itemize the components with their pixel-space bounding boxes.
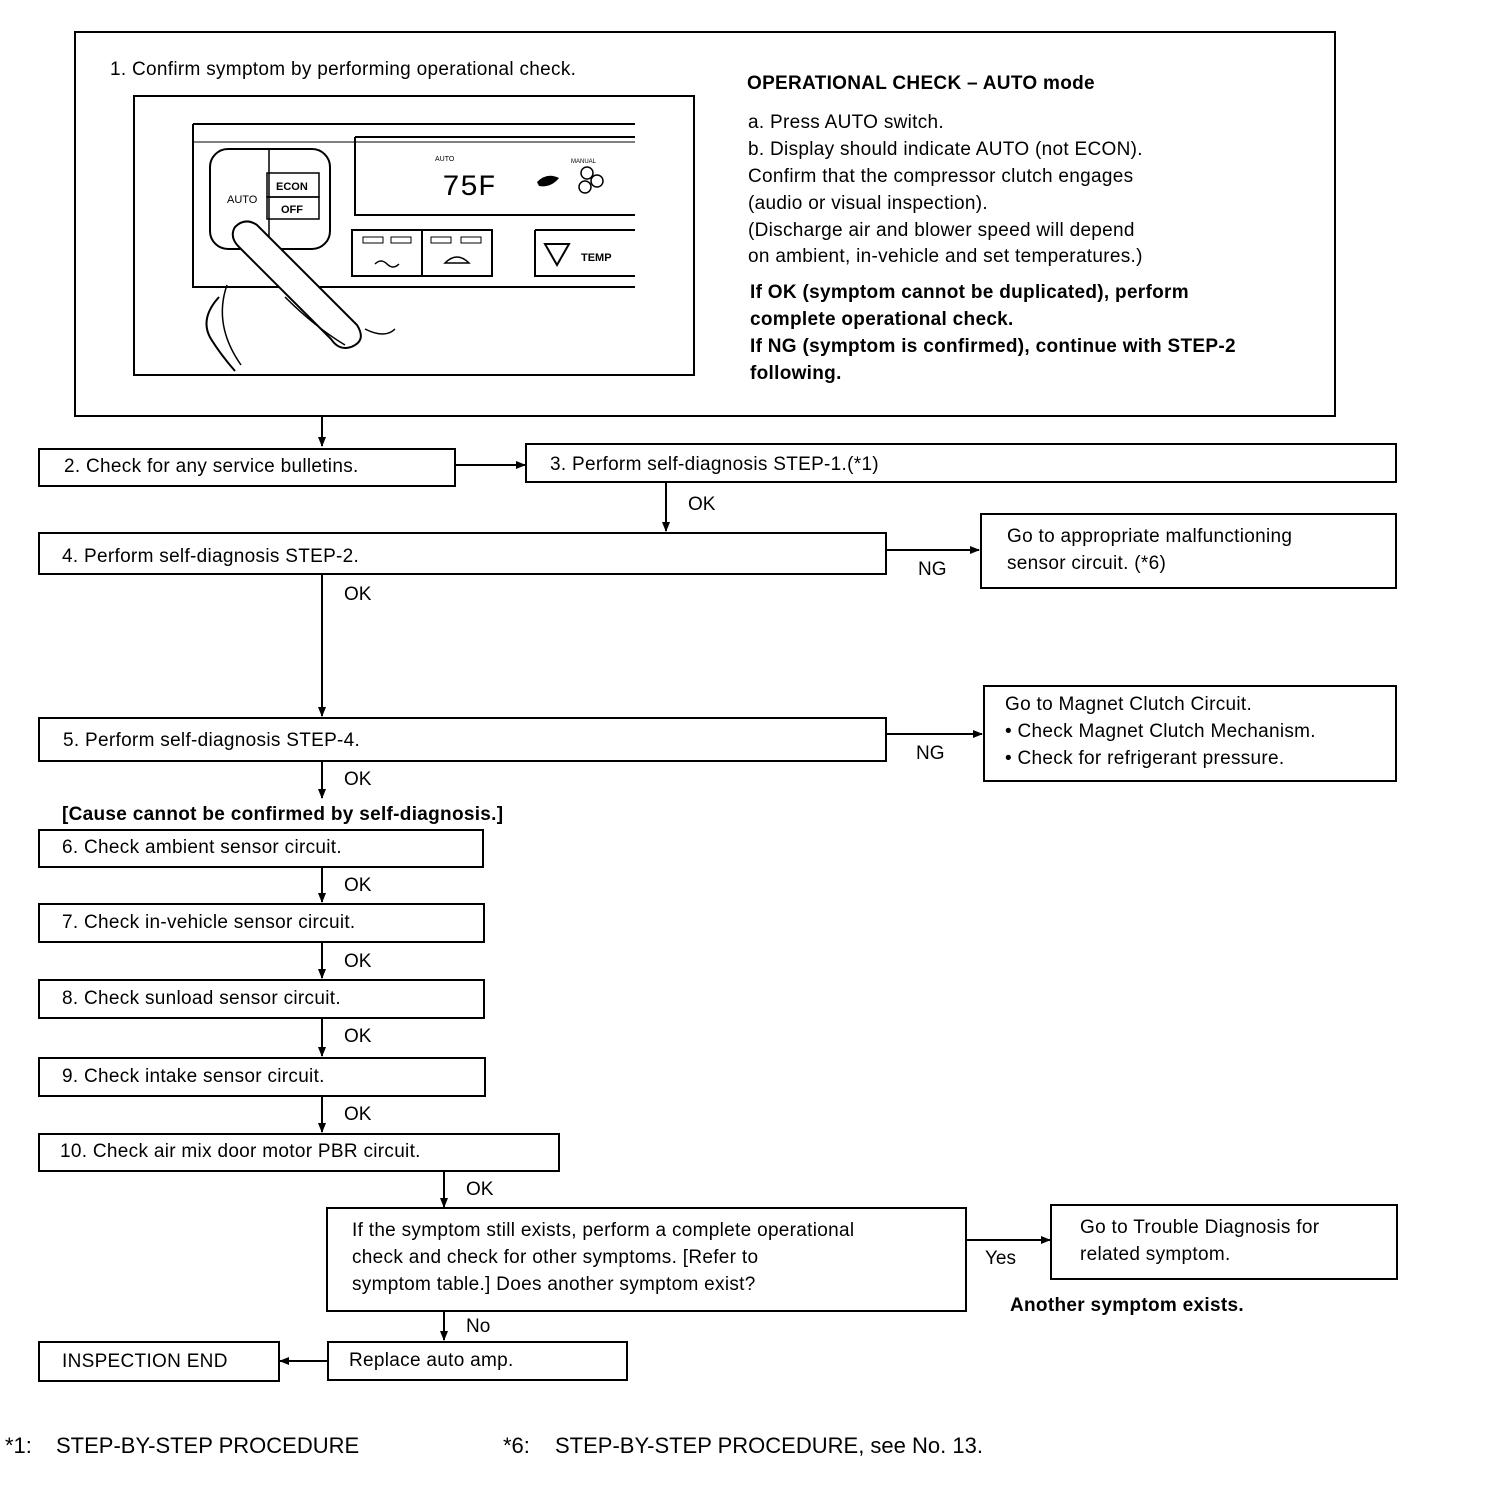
step1-title: 1. Confirm symptom by performing operati… bbox=[110, 59, 577, 80]
footnote-1-text: STEP-BY-STEP PROCEDURE bbox=[56, 1433, 360, 1458]
step4-ng-box bbox=[980, 513, 1397, 589]
step7-box bbox=[38, 903, 485, 943]
op-check-line-3: Confirm that the compressor clutch engag… bbox=[748, 166, 1134, 187]
step5-box bbox=[38, 717, 887, 762]
question-line-1: If the symptom still exists, perform a c… bbox=[352, 1220, 855, 1241]
step5-ng-box bbox=[983, 685, 1397, 782]
step9-box bbox=[38, 1057, 486, 1097]
yes-line-1: Go to Trouble Diagnosis for bbox=[1080, 1217, 1320, 1238]
yes-box bbox=[1050, 1204, 1398, 1280]
step6-box bbox=[38, 829, 484, 868]
op-check-line-4: (audio or visual inspection). bbox=[748, 193, 988, 214]
display-auto-indicator: AUTO bbox=[435, 156, 455, 163]
inspection-end-box bbox=[38, 1341, 280, 1382]
ok-label-3: OK bbox=[688, 494, 716, 515]
step4-box bbox=[38, 532, 887, 575]
cause-note: [Cause cannot be confirmed by self-diagn… bbox=[62, 804, 504, 825]
step4-label: 4. Perform self-diagnosis STEP-2. bbox=[62, 546, 360, 567]
step8-box bbox=[38, 979, 485, 1019]
op-check-line-2: b. Display should indicate AUTO (not ECO… bbox=[748, 139, 1143, 160]
replace-label: Replace auto amp. bbox=[349, 1350, 514, 1371]
display-temperature: 75F bbox=[442, 171, 496, 205]
step7-label: 7. Check in-vehicle sensor circuit. bbox=[62, 912, 356, 933]
question-line-3: symptom table.] Does another symptom exi… bbox=[352, 1274, 756, 1295]
op-check-ng-line-1: If NG (symptom is confirmed), continue w… bbox=[750, 336, 1236, 357]
ok-label-5: OK bbox=[344, 769, 372, 790]
inspection-end-label: INSPECTION END bbox=[62, 1351, 228, 1372]
off-switch-label: OFF bbox=[281, 204, 303, 216]
ok-label-10: OK bbox=[466, 1179, 494, 1200]
step4-ng-line-1: Go to appropriate malfunctioning bbox=[1007, 526, 1293, 547]
another-symptom-note: Another symptom exists. bbox=[1010, 1295, 1244, 1316]
step8-label: 8. Check sunload sensor circuit. bbox=[62, 988, 341, 1009]
question-box bbox=[326, 1207, 967, 1312]
step5-ng-line-3: • Check for refrigerant pressure. bbox=[1005, 748, 1285, 769]
display-manual-indicator: MANUAL bbox=[571, 159, 597, 165]
step2-box bbox=[38, 448, 456, 487]
step10-label: 10. Check air mix door motor PBR circuit… bbox=[60, 1141, 421, 1162]
ng-label-4: NG bbox=[918, 559, 947, 580]
ok-label-8: OK bbox=[344, 1026, 372, 1047]
yes-line-2: related symptom. bbox=[1080, 1244, 1231, 1265]
op-check-ok-line-1: If OK (symptom cannot be duplicated), pe… bbox=[750, 282, 1189, 303]
replace-box bbox=[327, 1341, 628, 1381]
temp-button-label: TEMP bbox=[581, 252, 612, 264]
op-check-heading: OPERATIONAL CHECK – AUTO mode bbox=[747, 73, 1095, 94]
ok-label-6: OK bbox=[344, 875, 372, 896]
auto-switch-label: AUTO bbox=[227, 194, 258, 206]
question-line-2: check and check for other symptoms. [Ref… bbox=[352, 1247, 759, 1268]
ok-label-7: OK bbox=[344, 951, 372, 972]
econ-switch-label: ECON bbox=[276, 181, 308, 193]
ng-label-5: NG bbox=[916, 743, 945, 764]
step6-label: 6. Check ambient sensor circuit. bbox=[62, 837, 342, 858]
control-panel-illustration: AUTO ECON OFF AUTO 75F MANUAL TEMP bbox=[133, 95, 695, 376]
ok-label-4: OK bbox=[344, 584, 372, 605]
op-check-line-5: (Discharge air and blower speed will dep… bbox=[748, 220, 1135, 241]
no-label: No bbox=[466, 1316, 491, 1337]
step10-box bbox=[38, 1133, 560, 1172]
footnote-6-mark: *6: bbox=[503, 1433, 530, 1458]
control-panel-drawing: AUTO ECON OFF AUTO 75F MANUAL TEMP bbox=[192, 123, 635, 372]
op-check-ok-line-2: complete operational check. bbox=[750, 309, 1014, 330]
step3-box bbox=[525, 443, 1397, 483]
step5-ng-line-2: • Check Magnet Clutch Mechanism. bbox=[1005, 721, 1316, 742]
step9-label: 9. Check intake sensor circuit. bbox=[62, 1066, 325, 1087]
step5-ng-line-1: Go to Magnet Clutch Circuit. bbox=[1005, 694, 1253, 715]
op-check-line-1: a. Press AUTO switch. bbox=[748, 112, 945, 133]
yes-label: Yes bbox=[985, 1248, 1016, 1269]
step2-label: 2. Check for any service bulletins. bbox=[64, 456, 359, 477]
footnote-6-text: STEP-BY-STEP PROCEDURE, see No. 13. bbox=[555, 1433, 983, 1458]
step5-label: 5. Perform self-diagnosis STEP-4. bbox=[63, 730, 361, 751]
ok-label-9: OK bbox=[344, 1104, 372, 1125]
step3-label: 3. Perform self-diagnosis STEP-1.(*1) bbox=[550, 454, 879, 475]
step4-ng-line-2: sensor circuit. (*6) bbox=[1007, 553, 1167, 574]
op-check-line-6: on ambient, in-vehicle and set temperatu… bbox=[748, 246, 1143, 267]
op-check-ng-line-2: following. bbox=[750, 363, 842, 384]
footnote-1-mark: *1: bbox=[5, 1433, 32, 1458]
